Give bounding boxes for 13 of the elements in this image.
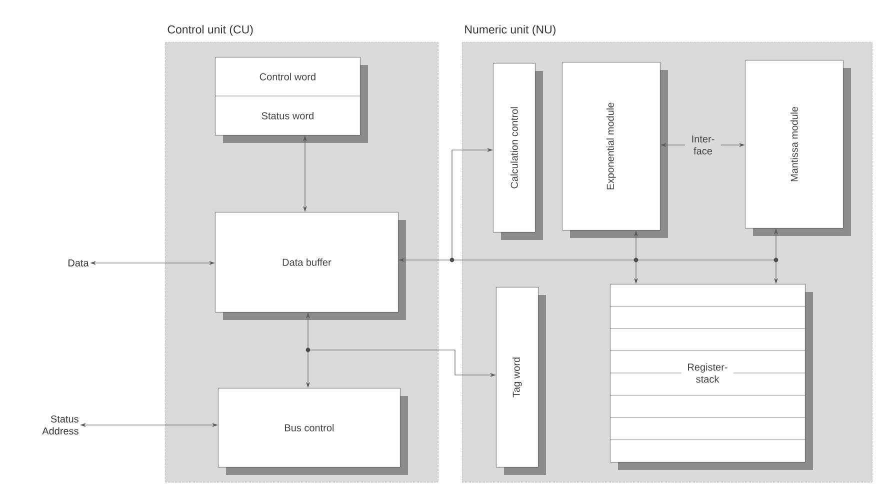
register-box: Control word Status word <box>214 57 368 143</box>
register-stack-box: Register- stack <box>610 284 813 470</box>
node-label: Control unit (CU) <box>168 25 253 36</box>
signal-label: Data <box>68 260 89 266</box>
signal-label: Status Address <box>42 415 78 435</box>
process-box: Bus control <box>218 388 408 475</box>
node-label: Numeric unit (NU) <box>465 25 556 36</box>
module-box: Calculation control <box>493 63 543 240</box>
edge-label: Inter- face <box>685 134 721 156</box>
process-box: Data buffer <box>215 212 406 320</box>
module-box: Tag word <box>496 287 546 475</box>
module-box: Mantissa module <box>745 60 851 236</box>
module-box: Exponential module <box>562 62 668 238</box>
